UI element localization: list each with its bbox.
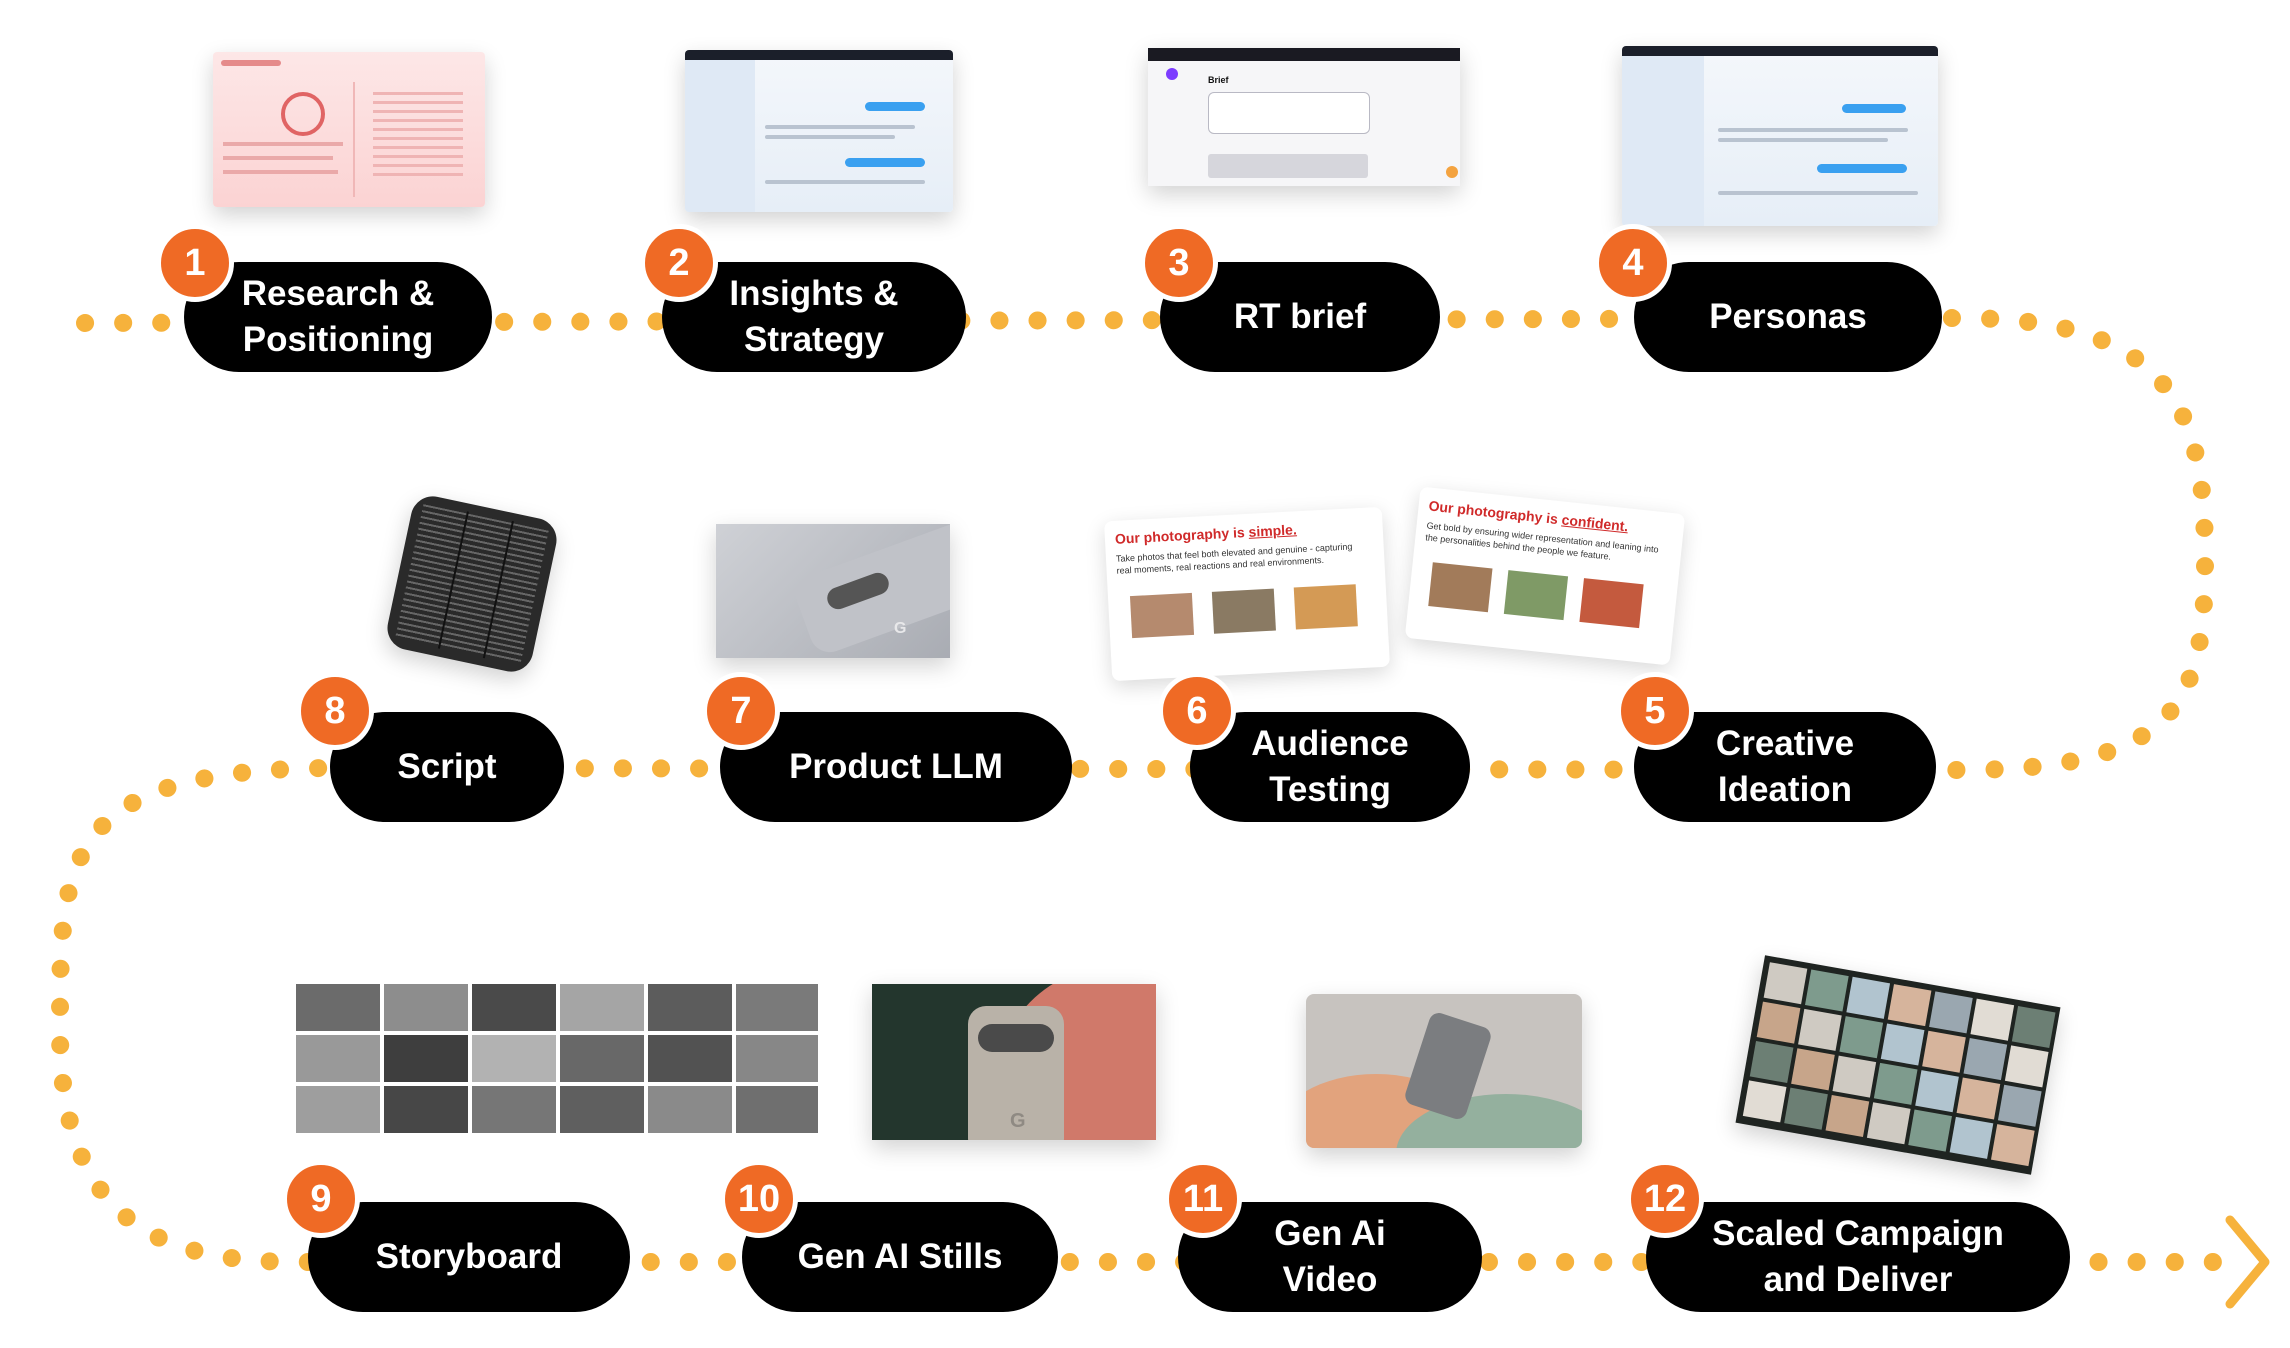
storyboard-frame bbox=[736, 1086, 818, 1133]
step-8-badge: 8 bbox=[296, 672, 374, 750]
step-7-badge: 7 bbox=[702, 672, 780, 750]
product-phone-thumbnail: G bbox=[716, 524, 950, 658]
campaign-tile bbox=[2004, 1045, 2049, 1088]
research-dashboard-thumbnail bbox=[213, 52, 485, 207]
campaign-tile bbox=[1866, 1102, 1911, 1145]
campaign-tile bbox=[1839, 1016, 1884, 1059]
slide-title-prefix: Our photography is bbox=[1114, 523, 1249, 547]
step-11-badge: 11 bbox=[1164, 1160, 1242, 1238]
storyboard-frame bbox=[472, 1086, 556, 1133]
storyboard-frame bbox=[472, 984, 556, 1031]
storyboard-frame bbox=[296, 984, 380, 1031]
step-10-badge: 10 bbox=[720, 1160, 798, 1238]
storyboard-grid-thumbnail bbox=[296, 984, 818, 1134]
storyboard-frame bbox=[648, 1086, 732, 1133]
audience-slide-confident: Our photography is confident. Get bold b… bbox=[1404, 486, 1686, 666]
step-2-badge: 2 bbox=[640, 224, 718, 302]
campaign-tile bbox=[1832, 1055, 1877, 1098]
campaign-tile bbox=[1742, 1080, 1787, 1123]
gen-ai-still-thumbnail: G bbox=[872, 984, 1156, 1140]
g-logo-icon: G bbox=[894, 620, 907, 637]
storyboard-frame bbox=[560, 1035, 644, 1082]
campaign-tile bbox=[1784, 1087, 1828, 1130]
step-1-pill: Research & Positioning bbox=[184, 262, 492, 372]
campaign-tile bbox=[1887, 984, 1932, 1027]
storyboard-frame bbox=[384, 1035, 468, 1082]
campaign-tile bbox=[1922, 1030, 1966, 1073]
storyboard-frame bbox=[296, 1035, 380, 1082]
storyboard-frame bbox=[296, 1086, 380, 1133]
g-logo-icon: G bbox=[1010, 1110, 1026, 1132]
storyboard-frame bbox=[648, 1035, 732, 1082]
gen-ai-video-thumbnail bbox=[1306, 994, 1582, 1148]
storyboard-frame bbox=[648, 984, 732, 1031]
personas-chat-thumbnail bbox=[1622, 46, 1938, 226]
step-6-badge: 6 bbox=[1158, 672, 1236, 750]
storyboard-frame bbox=[384, 984, 468, 1031]
campaign-tile bbox=[1880, 1023, 1925, 1066]
campaign-tile bbox=[1990, 1124, 2035, 1167]
storyboard-frame bbox=[472, 1035, 556, 1082]
arrow-head-icon bbox=[2225, 1215, 2270, 1309]
step-8-pill: Script bbox=[330, 712, 564, 822]
campaign-tile bbox=[1756, 1001, 1801, 1044]
step-10-pill: Gen AI Stills bbox=[742, 1202, 1058, 1312]
step-9-pill: Storyboard bbox=[308, 1202, 630, 1312]
storyboard-frame bbox=[736, 1035, 818, 1082]
campaign-tile bbox=[1873, 1062, 1918, 1105]
audience-slide-simple: Our photography is simple. Take photos t… bbox=[1104, 506, 1390, 682]
campaign-tile bbox=[1908, 1109, 1952, 1152]
step-3-badge: 3 bbox=[1140, 224, 1218, 302]
rt-brief-thumbnail: Brief bbox=[1148, 48, 1460, 186]
campaign-tile bbox=[1749, 1040, 1794, 1084]
brief-title: Brief bbox=[1208, 75, 1229, 85]
step-5-pill: Creative Ideation bbox=[1634, 712, 1936, 822]
step-6-pill: Audience Testing bbox=[1190, 712, 1470, 822]
storyboard-frame bbox=[736, 984, 818, 1031]
campaign-tile bbox=[1963, 1038, 2008, 1081]
campaign-tile bbox=[1825, 1094, 1870, 1138]
step-9-badge: 9 bbox=[282, 1160, 360, 1238]
step-7-pill: Product LLM bbox=[720, 712, 1072, 822]
campaign-tile bbox=[1798, 1008, 1842, 1051]
insights-chat-thumbnail bbox=[685, 50, 953, 212]
step-4-pill: Personas bbox=[1634, 262, 1942, 372]
slide-subtitle: Get bold by ensuring wider representatio… bbox=[1424, 520, 1660, 562]
step-12-pill: Scaled Campaign and Deliver bbox=[1646, 1202, 2070, 1312]
step-5-badge: 5 bbox=[1616, 672, 1694, 750]
slide-title-highlight: confident. bbox=[1560, 511, 1630, 535]
step-12-badge: 12 bbox=[1626, 1160, 1704, 1238]
storyboard-frame bbox=[560, 1086, 644, 1133]
step-4-badge: 4 bbox=[1594, 224, 1672, 302]
campaign-tile bbox=[1970, 998, 2015, 1041]
storyboard-frame bbox=[560, 984, 644, 1031]
campaign-tile bbox=[1997, 1084, 2042, 1127]
campaign-tile bbox=[1929, 991, 1973, 1034]
campaign-tile bbox=[2011, 1005, 2056, 1049]
campaign-tile bbox=[1915, 1070, 1959, 1113]
campaign-tile bbox=[1956, 1077, 2001, 1120]
slide-subtitle: Take photos that feel both elevated and … bbox=[1115, 541, 1353, 576]
campaign-tile bbox=[1763, 962, 1808, 1005]
storyboard-frame bbox=[384, 1086, 468, 1133]
campaign-tile bbox=[1846, 976, 1891, 1019]
slide-title-highlight: simple. bbox=[1248, 521, 1298, 540]
step-1-badge: 1 bbox=[156, 224, 234, 302]
campaign-tile bbox=[1949, 1116, 1994, 1159]
campaign-tile bbox=[1805, 969, 1849, 1012]
campaign-tile bbox=[1791, 1048, 1835, 1091]
